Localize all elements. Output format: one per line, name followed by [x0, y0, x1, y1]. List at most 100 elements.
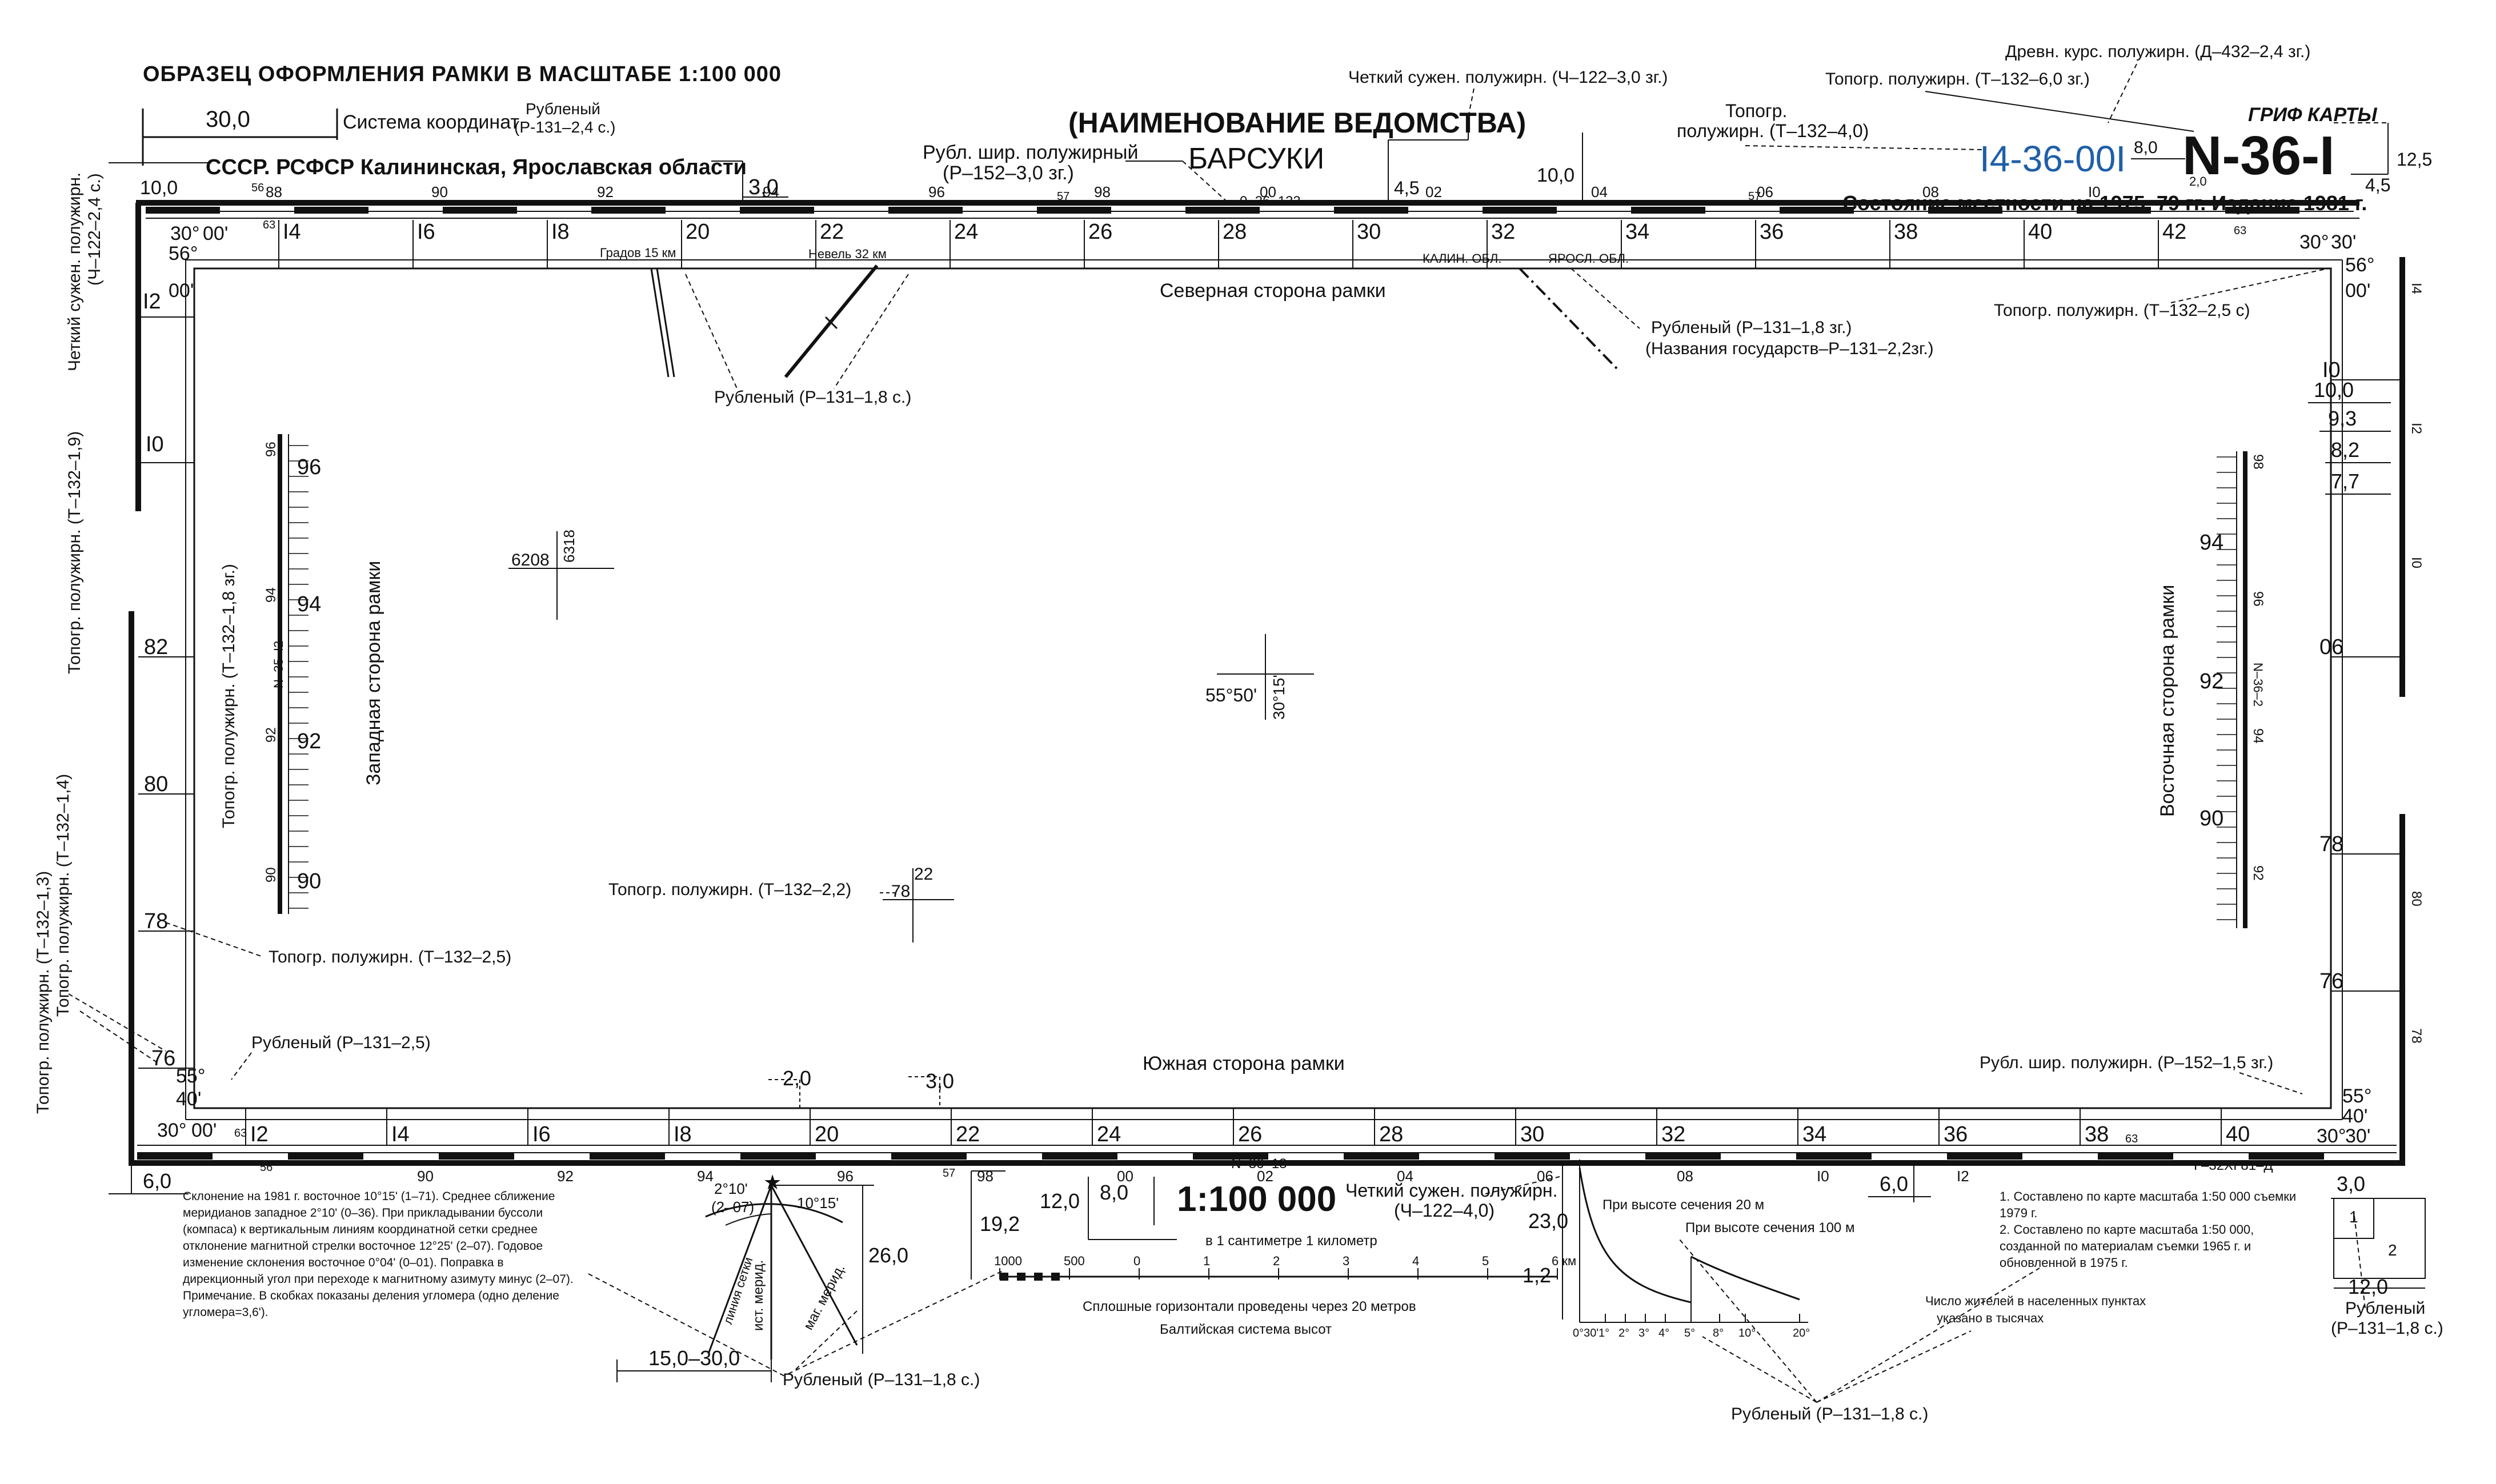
south-bottom-label: 94: [697, 1168, 714, 1185]
label-chet-40-b: (Ч–122–4,0): [1394, 1200, 1495, 1221]
ne-corner-lon: 30°: [2299, 231, 2329, 253]
south-minute-block: [1645, 1153, 1721, 1160]
slope-l2: При высоте сечения 100 м: [1685, 1220, 1854, 1236]
north-km-label: I4: [283, 220, 301, 244]
north-top-label: 08: [1922, 183, 1939, 200]
dim-10b: 10,0: [1537, 165, 1574, 186]
south-km-label: 38: [2085, 1122, 2109, 1146]
east-ticks: [2331, 379, 2402, 992]
sw-corner-lonmin: 00': [191, 1120, 217, 1141]
east-rot-80: 80: [2409, 891, 2424, 907]
north-km-label: 28: [1223, 220, 1247, 244]
south-side-label: Южная сторона рамки: [1143, 1053, 1345, 1074]
label-rubl-shir-b: (Р–152–3,0 зг.): [943, 162, 1074, 184]
south-bottom-label: 96: [837, 1168, 854, 1185]
scale-block: [1017, 1273, 1025, 1281]
south-small-63b: 63: [2125, 1133, 2138, 1145]
north-km-label: 20: [686, 220, 710, 244]
scale-tick-label: 1000: [994, 1254, 1022, 1268]
notes-box: 1. Составлено по карте масштаба 1:50 000…: [2000, 1189, 2296, 1270]
east-rot-10: I0: [2409, 557, 2424, 568]
sw-corner-lon: 30°: [157, 1120, 186, 1141]
south-bottom-label: 98: [977, 1168, 993, 1185]
scale-block: [1000, 1273, 1008, 1281]
dim-125: 12,5: [2397, 149, 2432, 170]
ei-92: 92: [2199, 669, 2223, 693]
south-bottom-label: I0: [1817, 1168, 1829, 1185]
label-chet-40-a: Четкий сужен. полужирн.: [1345, 1180, 1557, 1201]
north-minute-block: [1334, 207, 1408, 214]
north-top-label: 96: [928, 183, 945, 200]
sheet-number: I4-36-00I: [1980, 138, 2126, 179]
slope-tick-label: 8°: [1713, 1327, 1724, 1339]
west-outer-80: 80: [144, 772, 168, 796]
south-km-label: 32: [1661, 1122, 1685, 1146]
wi-left-94: 94: [263, 587, 279, 603]
scale-tick-label: 3: [1343, 1254, 1349, 1268]
south-km-label: 30: [1520, 1122, 1544, 1146]
coord-system: Система координат: [343, 111, 519, 133]
scale-tick-label: 4: [1412, 1254, 1419, 1268]
south-minute-block: [1796, 1153, 1872, 1160]
label-topo-25: Топогр. полужирн. (Т–132–2,5): [269, 948, 511, 966]
nw-corner-lonmin: 00': [203, 223, 228, 244]
north-km-label: 42: [2162, 220, 2186, 244]
west-ticks: [138, 316, 194, 1069]
label-rubl-shir-a: Рубл. шир. полужирный: [923, 142, 1138, 163]
agency: (НАИМЕНОВАНИЕ ВЕДОМСТВА): [1068, 107, 1526, 139]
note-gradov: Градов 15 км: [600, 246, 676, 260]
adjacent-south: N–36–13: [1231, 1156, 1287, 1172]
north-minute-block: [888, 207, 963, 214]
dim-2: 2,0: [2189, 174, 2207, 188]
slope-tick-label: 10°: [1738, 1327, 1756, 1339]
ei-94: 94: [2199, 531, 2223, 555]
south-minute-blocks: [137, 1153, 2324, 1160]
dim-12c: 1,2: [1523, 1264, 1551, 1287]
east-dim-77: 7,7: [2331, 470, 2359, 493]
ei-90: 90: [2199, 807, 2223, 831]
south-bottom-label: 90: [417, 1168, 434, 1185]
label-topo-14: Топогр. полужирн. (Т–132–1,4): [54, 774, 73, 1017]
label-rubl-18-bottom: Рубленый (Р–131–1,8 с.): [1731, 1405, 1928, 1423]
dim-8b: 8,0: [1100, 1181, 1128, 1204]
north-small-63b: 63: [2234, 224, 2246, 237]
south-bottom-label: 08: [1677, 1168, 1693, 1185]
label-topo-40-b: полужирн. (Т–132–4,0): [1677, 121, 1869, 141]
scale-tick-label: 1: [1203, 1254, 1210, 1268]
scale-block: [1051, 1273, 1060, 1281]
slope-tick-label: 4°: [1658, 1327, 1669, 1339]
dim-3a: 3,0: [748, 175, 779, 199]
north-km-label: 26: [1088, 220, 1112, 244]
declination-text: Склонение на 1981 г. восточное 10°15' (1…: [183, 1190, 574, 1319]
note-nevel: Невель 32 км: [808, 247, 887, 261]
south-small-56: 56: [260, 1161, 273, 1174]
label-topo-25c: Топогр. полужирн. (Т–132–2,5 с): [1994, 301, 2250, 320]
label-topo-13: Топогр. полужирн. (Т–132–1,3): [34, 871, 53, 1114]
sw-corner-latmin: 40': [176, 1088, 201, 1110]
north-minute-block: [1928, 207, 2002, 214]
secrecy: ГРИФ КАРТЫ: [2248, 104, 2378, 126]
north-km-label: 34: [1625, 220, 1649, 244]
north-km-label: 30: [1357, 220, 1381, 244]
slope-tick-label: 2°: [1618, 1327, 1629, 1339]
north-top-label: 02: [1425, 183, 1442, 200]
south-bottom-label: 06: [1537, 1168, 1553, 1185]
scale-tick-label: 5: [1482, 1254, 1489, 1268]
north-minute-block: [2077, 207, 2151, 214]
note-yarosl: ЯРОСЛ. ОБЛ.: [1548, 251, 1629, 266]
dim-3b: 3,0: [2337, 1172, 2365, 1196]
label-rubl-24-a: Рубленый: [526, 100, 600, 118]
north-minute-block: [591, 207, 666, 214]
east-outer-78: 78: [2319, 832, 2343, 856]
status: Состояние местности на 1975–79 гг. Издан…: [1842, 191, 2367, 215]
dim-12a: 12,0: [1040, 1189, 1080, 1213]
south-bottom-label: 00: [1117, 1168, 1133, 1185]
legend-box-1: 1: [2349, 1208, 2358, 1226]
legend-box-2: 2: [2388, 1241, 2397, 1259]
north-km-label: 40: [2028, 220, 2052, 244]
north-minute-blocks: [146, 207, 2299, 214]
nw-corner-lon: 30°: [170, 223, 199, 244]
nw-corner-lat: 56°: [169, 243, 198, 264]
north-minute-block: [1631, 207, 1705, 214]
